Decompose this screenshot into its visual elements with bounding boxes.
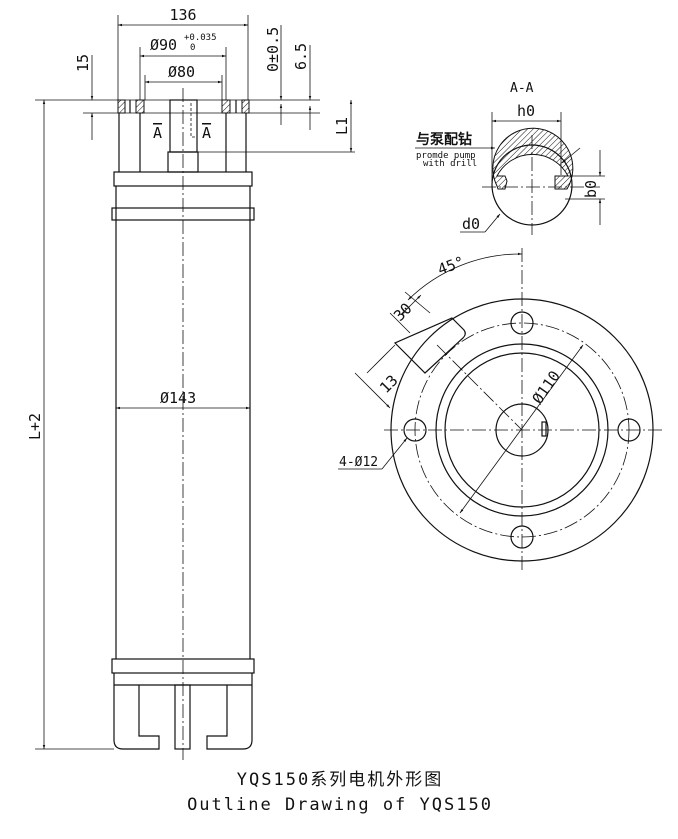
side-view-dimensions: 136 Ø90 +0.035 0 Ø80 15 0±0.5 6.5 L1 L+2… (26, 6, 353, 750)
bolt-hole (510, 311, 534, 335)
dim-d0: d0 (462, 215, 480, 233)
dim-b0: b0 (582, 180, 600, 198)
bolt-hole (403, 418, 427, 442)
dim-13: 13 (376, 371, 402, 397)
dim-90-tol-lower: 0 (190, 43, 195, 53)
dim-l1: L1 (333, 117, 351, 135)
dim-30: 30 (390, 299, 416, 325)
dim-143: Ø143 (160, 389, 196, 407)
dim-6.5: 6.5 (292, 43, 310, 70)
dim-136: 136 (169, 6, 196, 24)
section-title: A-A (510, 81, 534, 96)
dim-h0: h0 (517, 102, 535, 120)
dim-110: Ø110 (529, 367, 564, 407)
end-view: 30 13 45° Ø110 4-Ø12 (338, 248, 662, 570)
bolt-hole (510, 525, 534, 549)
dim-15: 15 (74, 54, 92, 72)
title-cn: YQS150系列电机外形图 (237, 770, 443, 790)
dim-90-tol-upper: +0.035 (184, 33, 217, 43)
dim-4-12: 4-Ø12 (339, 455, 378, 470)
bolt-hole (617, 418, 641, 442)
dim-0-0.5: 0±0.5 (264, 27, 282, 72)
side-view: A A (35, 88, 355, 760)
dim-80: Ø80 (168, 63, 195, 81)
section-mark-right: A (202, 124, 211, 142)
dim-l-plus-2: L+2 (26, 413, 44, 440)
dim-45: 45° (435, 253, 467, 279)
note-en-1: promde pump (416, 151, 476, 161)
note-en-2: with drill (423, 159, 477, 169)
section-a-a: A-A h0 b0 d0 与泵配钻 promde pump with drill (415, 81, 605, 235)
title-en: Outline Drawing of YQS150 (187, 795, 493, 815)
dim-90: Ø90 (150, 36, 177, 54)
section-mark-left: A (153, 124, 162, 142)
note-cn: 与泵配钻 (416, 131, 472, 148)
